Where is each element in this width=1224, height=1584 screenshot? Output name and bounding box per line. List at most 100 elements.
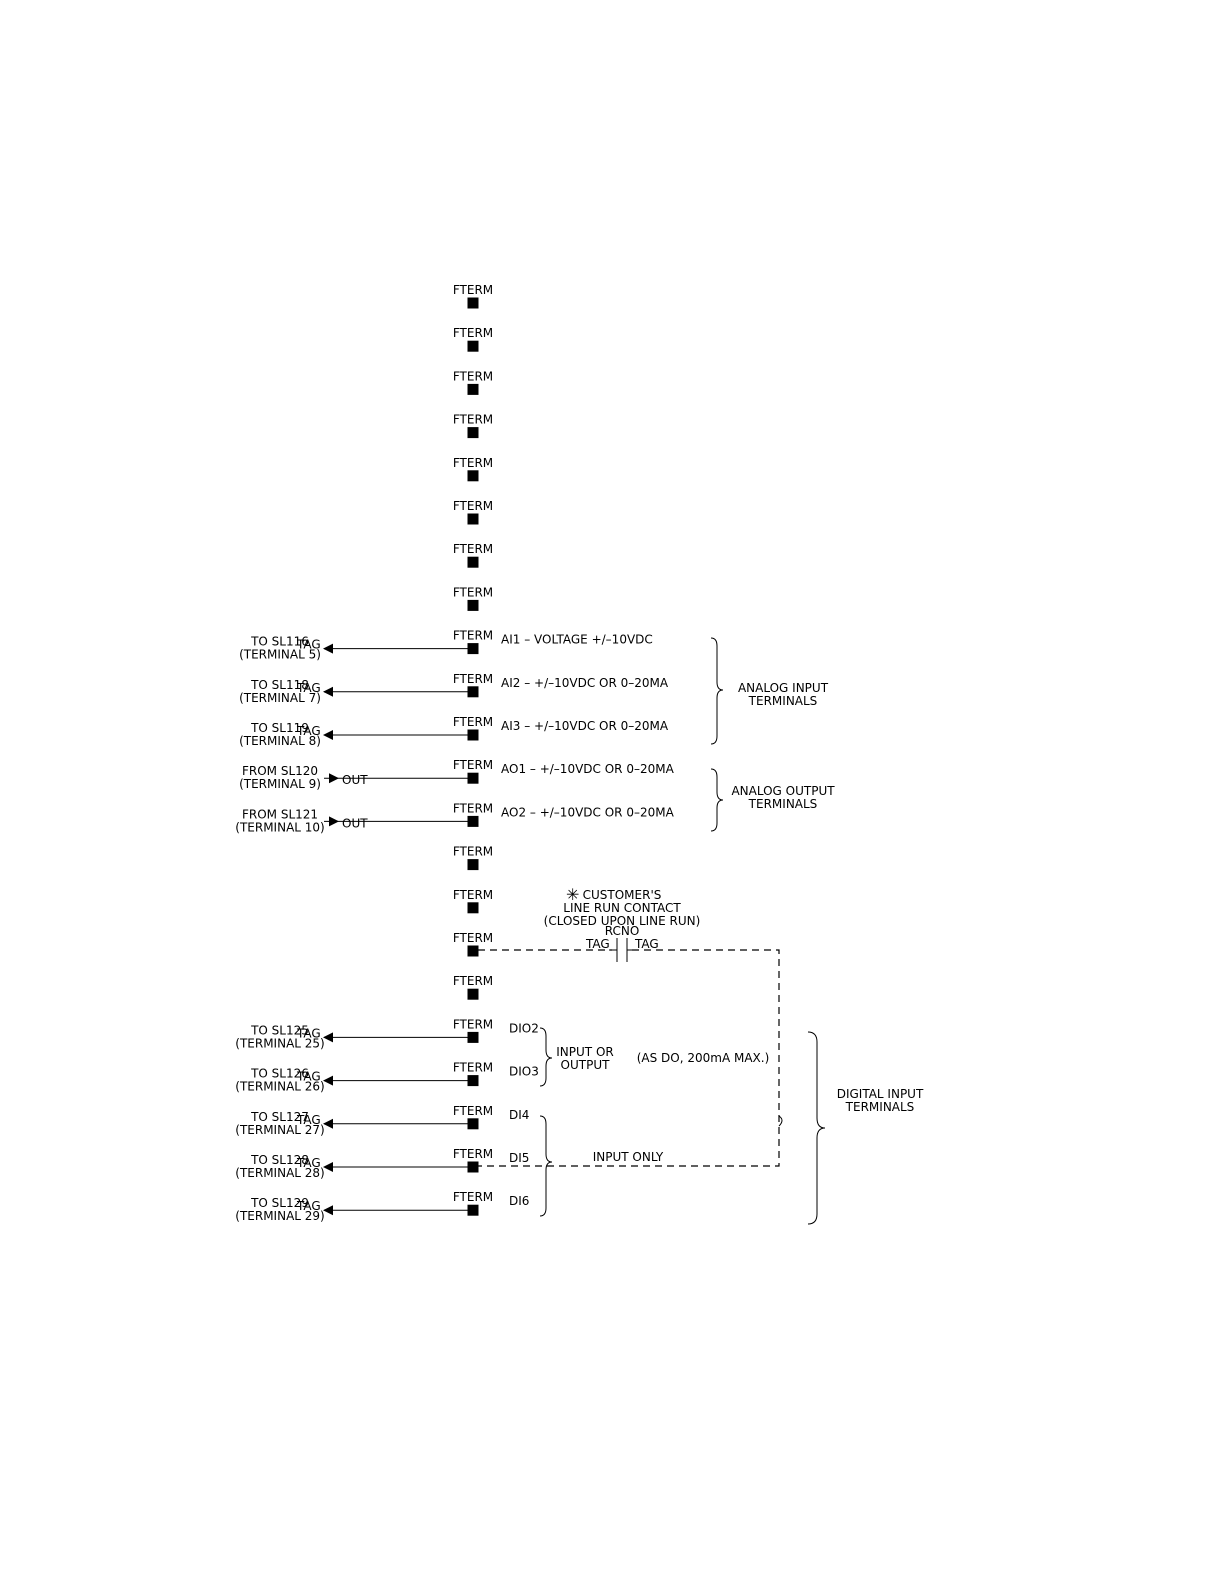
terminal-label: FTERM <box>453 326 493 340</box>
arrow-left-icon <box>323 1032 333 1043</box>
terminal-block <box>467 340 479 352</box>
contact-label-2: LINE RUN CONTACT <box>563 901 681 915</box>
connection-terminal: (TERMINAL 28) <box>235 1166 324 1180</box>
terminal-block <box>467 945 479 957</box>
analog-output-label-1: ANALOG OUTPUT <box>731 784 835 798</box>
analog-input-label-1: ANALOG INPUT <box>738 681 829 695</box>
terminal-label: FTERM <box>453 499 493 513</box>
terminal-block <box>467 988 479 1000</box>
connection-terminal: (TERMINAL 25) <box>235 1036 324 1050</box>
connection-terminal: (TERMINAL 10) <box>235 820 324 834</box>
signal-labels: AI1 – VOLTAGE +/–10VDC AI2 – +/–10VDC OR … <box>501 633 675 1209</box>
connection-target: TO SL126 <box>250 1067 309 1081</box>
connection-terminal: (TERMINAL 8) <box>239 734 321 748</box>
terminal-block <box>467 902 479 914</box>
signal-label: AO1 – +/–10VDC OR 0–20MA <box>501 762 675 776</box>
terminal-label: FTERM <box>453 283 493 297</box>
connection-target: TO SL119 <box>250 721 309 735</box>
terminal-label: FTERM <box>453 585 493 599</box>
terminal-label: FTERM <box>453 456 493 470</box>
connection-target: TO SL125 <box>250 1023 309 1037</box>
contact-label-1: CUSTOMER'S <box>583 888 662 902</box>
terminal-label: FTERM <box>453 1190 493 1204</box>
terminal-block <box>467 859 479 871</box>
signal-label: DIO2 <box>509 1021 539 1035</box>
terminal-block <box>467 1075 479 1087</box>
terminal-block <box>467 729 479 741</box>
connection-target: TO SL129 <box>250 1196 309 1210</box>
connection-target: TO SL128 <box>250 1153 309 1167</box>
contact-star-icon: ✳ <box>566 885 579 904</box>
terminal-block <box>467 772 479 784</box>
terminal-label: FTERM <box>453 931 493 945</box>
terminal-block <box>467 815 479 827</box>
terminal-block <box>467 470 479 482</box>
input-only-brace <box>539 1115 553 1217</box>
terminal-label: FTERM <box>453 715 493 729</box>
terminal-label: FTERM <box>453 1104 493 1118</box>
digital-input-label-2: TERMINALS <box>845 1100 915 1114</box>
terminal-block <box>467 1204 479 1216</box>
analog-input-brace <box>710 637 724 745</box>
signal-label: DIO3 <box>509 1065 539 1079</box>
terminal-label: FTERM <box>453 888 493 902</box>
connection-terminal: (TERMINAL 7) <box>239 691 321 705</box>
connection-terminal: (TERMINAL 27) <box>235 1123 324 1137</box>
arrow-left-icon <box>323 686 333 697</box>
loop-break-marker <box>778 1115 783 1127</box>
terminal-column: FTERM FTERM FTERM FTERM FTERM FTERM FTERM FTERM… <box>453 283 493 1216</box>
analog-output-brace <box>710 768 724 832</box>
signal-label: AI1 – VOLTAGE +/–10VDC <box>501 633 653 647</box>
connection-target: TO SL116 <box>250 635 309 649</box>
signal-label: AO2 – +/–10VDC OR 0–20MA <box>501 805 675 819</box>
terminal-block <box>467 427 479 439</box>
terminal-block <box>467 556 479 568</box>
terminal-block <box>467 1118 479 1130</box>
tag-label: TAG <box>296 638 321 652</box>
out-label: OUT <box>342 816 368 830</box>
tag-label: TAG <box>296 1156 321 1170</box>
do-note: (AS DO, 200mA MAX.) <box>637 1051 770 1065</box>
terminal-label: FTERM <box>453 1147 493 1161</box>
signal-label: DI5 <box>509 1151 529 1165</box>
contact-label-3: (CLOSED UPON LINE RUN) <box>544 914 701 928</box>
signal-label: DI4 <box>509 1108 529 1122</box>
contact-loop-dashed <box>478 949 780 1167</box>
out-label: OUT <box>342 773 368 787</box>
terminal-block <box>467 1031 479 1043</box>
terminal-block <box>467 297 479 309</box>
connection-terminal: (TERMINAL 29) <box>235 1209 324 1223</box>
arrow-left-icon <box>323 1075 333 1086</box>
io-brace <box>539 1027 553 1087</box>
terminal-block <box>467 513 479 525</box>
connection-target: FROM SL121 <box>242 807 318 821</box>
arrow-left-icon <box>323 643 333 654</box>
arrow-left-icon <box>323 1118 333 1129</box>
io-label-2: OUTPUT <box>561 1058 611 1072</box>
contact-name: RCNO <box>605 924 640 938</box>
connection-target: TO SL127 <box>250 1110 309 1124</box>
signal-label: AI2 – +/–10VDC OR 0–20MA <box>501 676 669 690</box>
tag-label: TAG <box>296 681 321 695</box>
arrow-left-icon <box>323 1205 333 1216</box>
input-only-label: INPUT ONLY <box>593 1150 664 1164</box>
digital-input-label-1: DIGITAL INPUT <box>837 1087 924 1101</box>
terminal-block <box>467 686 479 698</box>
tag-label: TAG <box>296 724 321 738</box>
terminal-block <box>467 599 479 611</box>
signal-label: DI6 <box>509 1194 529 1208</box>
contact-right-tag: TAG <box>634 937 659 951</box>
tag-label: TAG <box>296 1026 321 1040</box>
tag-label: TAG <box>296 1113 321 1127</box>
terminal-label: FTERM <box>453 413 493 427</box>
digital-input-brace <box>807 1031 826 1225</box>
terminal-label: FTERM <box>453 369 493 383</box>
terminal-label: FTERM <box>453 1017 493 1031</box>
terminal-label: FTERM <box>453 629 493 643</box>
terminal-block <box>467 383 479 395</box>
analog-input-label-2: TERMINALS <box>748 694 818 708</box>
tag-label: TAG <box>296 1199 321 1213</box>
terminal-block <box>467 643 479 655</box>
arrow-left-icon <box>323 1162 333 1172</box>
